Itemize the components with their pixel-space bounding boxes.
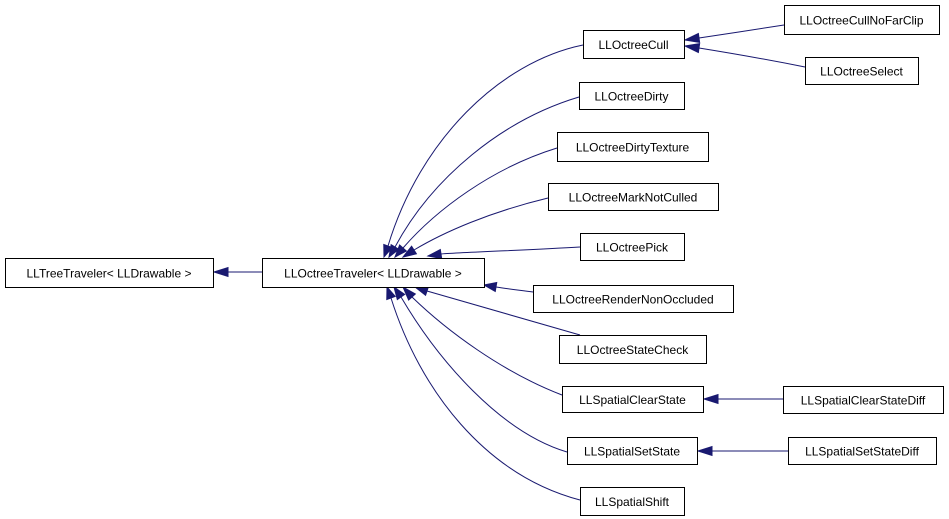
class-node-LLSpatialClearStateDiff[interactable]: LLSpatialClearStateDiff: [783, 386, 944, 414]
edge-line: [394, 96, 580, 248]
arrowhead: [702, 393, 719, 405]
class-box: [5, 258, 214, 288]
class-label: LLSpatialClearState: [579, 393, 686, 407]
edge-line: [411, 296, 563, 396]
class-box: [559, 335, 707, 364]
edge-LLOctreeDirtyTexture-to-LLOctreeTraveler: [394, 147, 558, 259]
arrowhead: [388, 243, 400, 259]
class-node-LLOctreeDirty[interactable]: LLOctreeDirty: [579, 82, 685, 110]
arrowhead: [413, 286, 430, 297]
edge-LLSpatialShift-to-LLOctreeTraveler: [386, 285, 581, 501]
class-box: [583, 30, 685, 59]
class-label: LLSpatialShift: [595, 495, 670, 509]
class-label: LLTreeTraveler< LLDrawable >: [27, 267, 192, 281]
class-node-LLSpatialSetState[interactable]: LLSpatialSetState: [567, 437, 698, 465]
class-box: [580, 487, 685, 516]
edge-LLSpatialSetStateDiff-to-LLSpatialSetState: [696, 445, 788, 457]
arrowhead: [401, 245, 418, 258]
arrowhead: [383, 243, 394, 259]
class-box: [805, 57, 919, 85]
arrowhead: [401, 285, 417, 301]
class-box: [580, 233, 685, 261]
class-node-LLOctreePick[interactable]: LLOctreePick: [580, 233, 685, 261]
class-box: [788, 437, 937, 465]
class-node-LLOctreeSelect[interactable]: LLOctreeSelect: [805, 57, 919, 85]
class-box: [557, 132, 709, 162]
arrowhead: [386, 285, 397, 301]
arrowhead: [683, 32, 701, 44]
class-node-LLOctreeMarkNotCulled[interactable]: LLOctreeMarkNotCulled: [548, 183, 719, 211]
class-box: [579, 82, 685, 110]
class-label: LLOctreeMarkNotCulled: [569, 191, 698, 205]
edge-line: [402, 147, 558, 249]
class-node-LLOctreeDirtyTexture[interactable]: LLOctreeDirtyTexture: [557, 132, 709, 162]
class-box: [567, 437, 698, 465]
class-box: [783, 386, 944, 414]
class-node-LLOctreeTraveler[interactable]: LLOctreeTraveler< LLDrawable >: [262, 258, 485, 288]
class-label: LLOctreeDirty: [594, 90, 668, 104]
edge-LLOctreeRenderNonOccluded-to-LLOctreeTraveler: [482, 281, 534, 293]
class-node-LLOctreeStateCheck[interactable]: LLOctreeStateCheck: [559, 335, 707, 364]
node-layer: LLTreeTraveler< LLDrawable > LLOctreeTrav…: [5, 5, 944, 516]
edge-LLOctreeSelect-to-LLOctreeCull: [683, 42, 806, 68]
edge-LLOctreeMarkNotCulled-to-LLOctreeTraveler: [401, 197, 549, 258]
arrowhead: [212, 266, 229, 278]
class-node-LLOctreeCullNoFarClip[interactable]: LLOctreeCullNoFarClip: [784, 5, 940, 35]
arrowhead: [394, 244, 408, 259]
class-box: [548, 183, 719, 211]
class-node-LLTreeTraveler[interactable]: LLTreeTraveler< LLDrawable >: [5, 258, 214, 288]
arrowhead: [393, 285, 406, 301]
edge-line: [698, 24, 785, 39]
class-box: [562, 386, 704, 413]
class-label: LLOctreeRenderNonOccluded: [552, 293, 713, 307]
class-label: LLSpatialSetState: [584, 445, 680, 459]
edge-line: [495, 286, 534, 293]
edge-line: [387, 44, 584, 247]
edge-line: [400, 296, 568, 453]
class-node-LLSpatialShift[interactable]: LLSpatialShift: [580, 487, 685, 516]
edge-line: [426, 290, 581, 336]
class-box: [262, 258, 485, 288]
edge-line: [390, 297, 581, 501]
class-node-LLOctreeCull[interactable]: LLOctreeCull: [583, 30, 685, 59]
class-box: [533, 285, 734, 313]
arrowhead: [426, 248, 443, 260]
edge-LLOctreeTraveler-to-LLTreeTraveler: [212, 266, 262, 278]
class-label: LLOctreeStateCheck: [577, 343, 689, 357]
class-node-LLSpatialSetStateDiff[interactable]: LLSpatialSetStateDiff: [788, 437, 937, 465]
class-node-LLSpatialClearState[interactable]: LLSpatialClearState: [562, 386, 704, 413]
class-label: LLOctreeCullNoFarClip: [799, 14, 923, 28]
edge-line: [440, 246, 581, 255]
class-label: LLSpatialSetStateDiff: [805, 445, 920, 459]
edge-line: [413, 197, 549, 251]
class-box: [784, 5, 940, 35]
class-label: LLOctreePick: [596, 241, 669, 255]
class-label: LLOctreeDirtyTexture: [576, 141, 690, 155]
class-label: LLOctreeTraveler< LLDrawable >: [284, 267, 462, 281]
edge-LLOctreePick-to-LLOctreeTraveler: [426, 246, 581, 260]
edge-line: [698, 47, 806, 68]
arrowhead: [482, 281, 498, 293]
class-label: LLOctreeSelect: [820, 65, 903, 79]
edge-LLSpatialClearStateDiff-to-LLSpatialClearState: [702, 393, 783, 405]
edge-layer: [212, 24, 806, 501]
class-node-LLOctreeRenderNonOccluded[interactable]: LLOctreeRenderNonOccluded: [533, 285, 734, 313]
edge-LLSpatialClearState-to-LLOctreeTraveler: [401, 285, 563, 396]
class-label: LLSpatialClearStateDiff: [801, 394, 926, 408]
edge-LLSpatialSetState-to-LLOctreeTraveler: [393, 285, 568, 453]
class-label: LLOctreeCull: [598, 38, 668, 52]
arrowhead: [696, 445, 713, 457]
edge-LLOctreeDirty-to-LLOctreeTraveler: [388, 96, 580, 259]
edge-LLOctreeCullNoFarClip-to-LLOctreeCull: [683, 24, 785, 44]
arrowhead: [683, 42, 701, 54]
edge-LLOctreeCull-to-LLOctreeTraveler: [383, 44, 584, 259]
